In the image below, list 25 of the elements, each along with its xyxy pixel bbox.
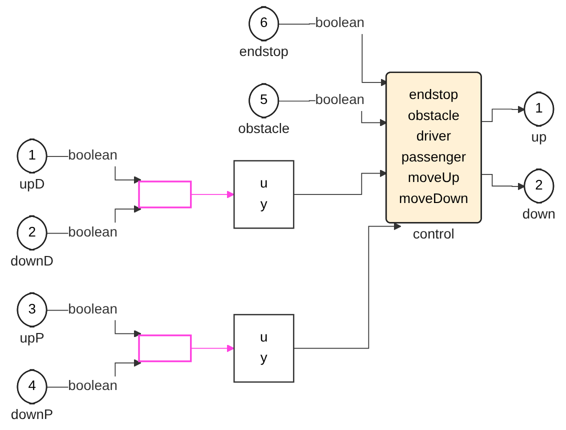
block-name: upP [20,329,44,346]
node-bar [138,180,192,208]
arrow [190,344,234,352]
arrow [293,222,402,349]
node-box: u y [233,160,294,229]
edge-label: boolean [68,302,118,317]
arrow [190,190,234,198]
block-name: down [522,205,556,222]
block-name: endstop [239,43,288,60]
edge-label: boolean [68,225,118,240]
arrow [293,170,388,195]
edge-label: boolean [68,379,118,394]
block-name: control [412,225,454,242]
edge-label: boolean [68,148,118,163]
block-name: downD [10,252,54,268]
block-name: obstacle [238,120,290,136]
arrow [481,174,526,190]
node-box: u y [233,314,294,383]
block-name: downP [10,406,54,422]
block-name: upD [19,175,45,192]
node-bar [138,334,192,362]
block-name: up [531,128,547,145]
edge-label: boolean [315,16,364,31]
arrow [481,106,526,122]
edge-label: boolean [315,92,364,108]
